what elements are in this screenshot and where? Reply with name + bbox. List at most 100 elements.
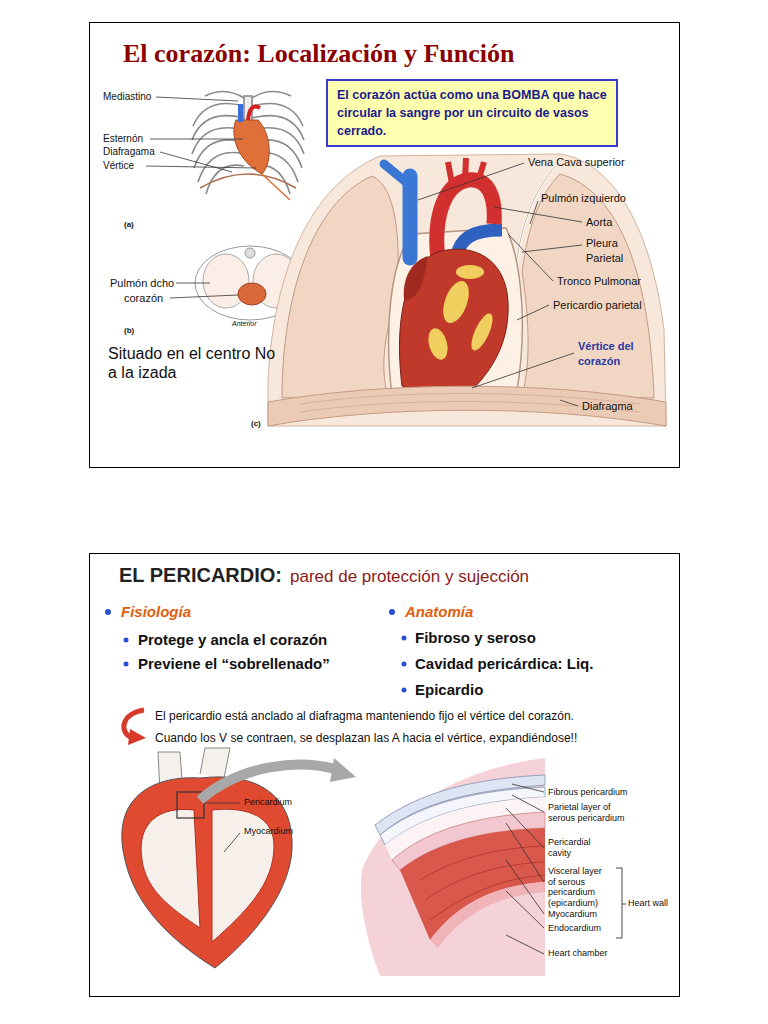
part-label-holder: Visceral layer of serous pericardium (ep… [548,866,610,908]
leader-line-part [205,803,240,804]
leader-line [146,97,256,172]
part-label: Myocardium [244,826,293,836]
part-label: Pulmón izquierdo [541,192,626,204]
figure-letter-holder: (b) [124,326,134,335]
figure-letter: (a) [124,220,134,229]
orientation-label-holder: Anterior [232,320,257,327]
bullet-dot-part [402,636,407,641]
part-label-holder: Diafragama [103,146,155,157]
bullet-text: Epicardio [415,681,483,698]
thorax-figure [192,91,304,194]
leader-line-part [176,283,210,284]
part-label-holder: Pleura Parietal [586,236,646,266]
part-label-holder: Diafragma [582,400,633,412]
leader-line-part [522,245,582,252]
leader-line-part [150,139,243,140]
heart-in-thorax-figure-part [467,311,497,353]
part-label: Diafragama [103,146,155,157]
magnify-arrow-part [200,765,338,800]
figure-letter-holder: (c) [251,419,261,428]
figure-letter-holder: (a) [124,220,134,229]
bullet-dot-part [124,638,129,643]
part-label-holder: Heart wall [628,898,668,908]
heart-in-thorax-figure [268,154,666,426]
slide-title: EL PERICARDIO: [119,564,282,587]
leader-line-part [146,166,256,168]
leader-line-part [160,152,232,172]
thorax-figure-part [206,165,244,194]
leader-line-part [472,353,574,388]
leader-line-part [512,795,544,812]
part-label: Tronco Pulmonar [557,275,641,287]
curved-arrow-part [128,729,146,745]
bullet-dot-part [124,662,129,667]
heart-section-figure-part [122,777,292,968]
part-label: Aorta [586,216,612,228]
bullet-dot-part [402,688,407,693]
leader-line-part [506,860,544,914]
part-label-holder: corazón [124,292,163,304]
leader-line-part [506,891,544,928]
thorax-heart [234,104,290,200]
heart-in-thorax-figure-part [300,394,640,413]
part-label: Vértice [103,160,134,171]
note-holder: El pericardio está anclado al diafragma … [155,709,677,723]
bullet-dot-part [402,662,407,667]
cross-section-figure-part [238,283,266,305]
heart-in-thorax-figure-part [456,265,484,279]
leader-line-part [508,234,553,281]
part-label: Esternón [103,133,143,144]
note-holder: Situado en el centro No a la izada [108,344,283,382]
heart-in-thorax-figure-part [384,164,406,182]
leader-line-part [530,201,538,224]
part-label: Vértice del corazón [578,339,650,369]
part-label-holder: Pericardio parietal [553,299,642,311]
part-label: Heart chamber [548,948,608,958]
leader-line-part [506,823,544,882]
part-label-holder: Pulmón dcho [110,277,174,289]
leader-line-part [418,163,524,200]
orientation-label: Anterior [232,320,257,327]
bullet-text: Fibroso y seroso [415,629,536,646]
leader-line-part [170,295,238,298]
figure-letter: (c) [251,419,261,428]
leader-line [205,803,240,852]
part-label-holder: Myocardium [244,826,293,836]
heart-in-thorax-figure-part [282,176,398,398]
part-label: Parietal layer of serous pericardium [548,802,636,823]
leader-line-part [512,784,544,792]
callout-box: El corazón actúa como una BOMBA que hace… [326,79,618,147]
part-label: Endocardium [548,923,601,933]
part-label-holder: Vértice del corazón [578,339,650,369]
leader-line [506,784,544,954]
heart-wall-section-part [361,758,545,976]
thorax-figure-part [252,91,291,98]
part-label: Pleura Parietal [586,236,646,266]
note: Cuando los V se contraen, se desplazan l… [155,731,677,745]
leader-line-part [156,97,238,101]
heart-wall-section-part [430,882,545,948]
thorax-heart-part [262,174,290,200]
part-label: Heart wall [628,898,668,908]
part-label: Pulmón dcho [110,277,174,289]
part-label-holder: Esternón [103,133,143,144]
part-label: Mediastino [103,91,151,102]
leader-line-part [224,833,240,852]
magnify-arrow-part [330,758,356,782]
part-label-holder: Mediastino [103,91,151,102]
bullet-text-holder: Epicardio [415,681,483,698]
heart-wall-section [361,758,545,976]
heart-in-thorax-figure-part [268,386,666,426]
heart-wall-section-part [400,828,545,940]
bracket [616,868,626,938]
part-label: Pericardio parietal [553,299,642,311]
slide-subtitle: pared de protección y sujección [290,567,529,587]
part-label-holder: Aorta [586,216,612,228]
slide-title: El corazón: Localización y Función [123,39,679,69]
heart-section-figure-part [141,809,200,928]
part-label: Vena Cava superior [528,156,625,168]
bullet-text: Cavidad pericárdica: Liq. [415,655,593,672]
part-label: Fibrous pericardium [548,787,648,798]
bullet-text-holder: Protege y ancla el corazón [138,631,327,648]
heart-in-thorax-figure-part [438,278,474,327]
